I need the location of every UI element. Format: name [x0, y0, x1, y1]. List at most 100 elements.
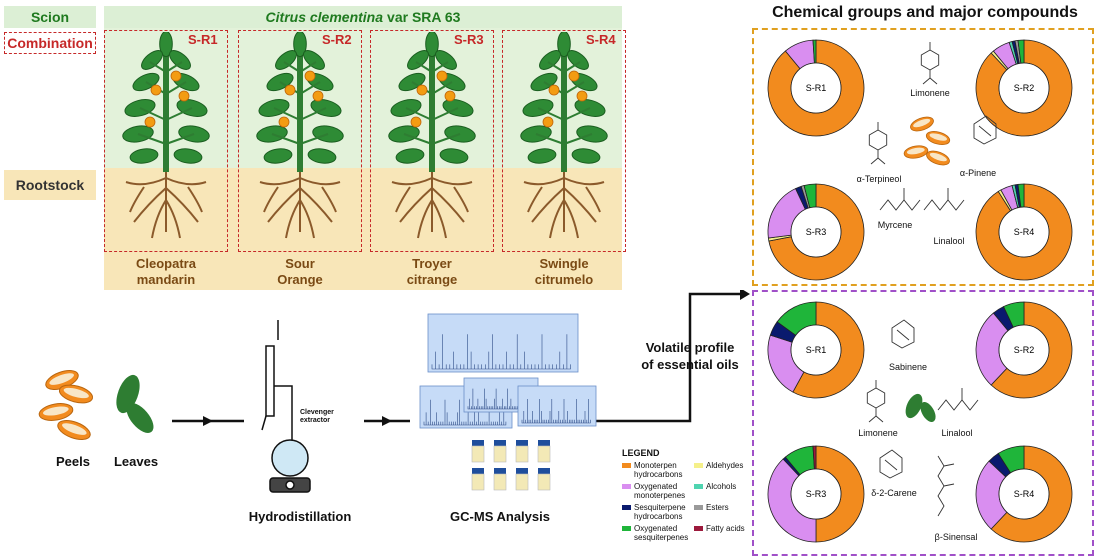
volatile-label: Volatile profile of essential oils [628, 339, 752, 373]
hydrodistillation-label: Hydrodistillation [248, 509, 352, 524]
rootstock-header: Rootstock [4, 170, 96, 200]
leaf-limonene-label: Limonene [858, 428, 898, 438]
legend-item: Fatty acids [694, 524, 752, 542]
legend-swatch [622, 505, 631, 510]
peel-donut-s-r2: S-R2 [975, 39, 1073, 137]
sample-vials-icon [471, 440, 551, 491]
legend-swatch [694, 484, 703, 489]
leaf-donut-s-r1: S-R1 [767, 301, 865, 399]
donut-center-label: S-R3 [806, 227, 827, 237]
legend-item: Esters [694, 503, 752, 521]
peel-donut-s-r4: S-R4 [975, 183, 1073, 281]
legend-item: Alcohols [694, 482, 752, 500]
scion-header: Scion [4, 6, 96, 28]
legend-title: LEGEND [622, 448, 660, 458]
leaf-linalool-molecule-icon [937, 388, 979, 411]
combination-code: S-R2 [322, 32, 352, 47]
rootstock-name-line2: citrange [406, 272, 458, 287]
rootstock-name-line1: Cleopatra [136, 256, 196, 271]
legend-label: Alcohols [706, 482, 737, 491]
scion-banner: Citrus clementina var SRA 63 [104, 6, 622, 28]
donut-center-label: S-R2 [1014, 345, 1035, 355]
peels-icon [38, 369, 94, 441]
citrus-plant-icon [520, 32, 608, 239]
arrow-to-hydrodistillation [172, 416, 244, 426]
limonene-label: Limonene [910, 88, 950, 98]
leaf-results-frame [752, 290, 1094, 556]
scion-band [104, 28, 622, 168]
rootstock-name-line1: Swingle [539, 256, 589, 271]
leaf-icon [905, 393, 936, 422]
sinensal-label: β-Sinensal [934, 532, 978, 542]
citrus-plant-icon [122, 32, 210, 239]
donut-center-label: S-R3 [806, 489, 827, 499]
legend-swatch [694, 463, 703, 468]
peel-results-frame [752, 28, 1094, 286]
clevenger-line1: Clevenger [300, 409, 334, 416]
combination-header: Combination [4, 32, 96, 54]
donut-center-label: S-R4 [1014, 227, 1035, 237]
sabinene-molecule-icon [891, 319, 915, 349]
legend-item: Monoterpen hydrocarbons [622, 461, 694, 479]
myrcene-label: Myrcene [877, 220, 913, 230]
peel-donut-s-r3: S-R3 [767, 183, 865, 281]
myrcene-molecule-icon [879, 188, 921, 211]
leaves-label: Leaves [113, 454, 159, 469]
legend-label: Fatty acids [706, 524, 745, 533]
legend-item: Aldehydes [694, 461, 752, 479]
linalool-molecule-icon [923, 188, 965, 211]
carene-label: δ-2-Carene [871, 488, 917, 498]
donut-center-label: S-R1 [806, 345, 827, 355]
legend-swatch [622, 526, 631, 531]
citrus-plant-icon [388, 32, 476, 239]
clevenger-apparatus-icon [261, 320, 311, 493]
legend-item: Oxygenated monoterpenes [622, 482, 694, 500]
scion-species: Citrus clementina [265, 9, 384, 25]
peel-donut-s-r1: S-R1 [767, 39, 865, 137]
legend-item: Oxygenated sesquiterpenes [622, 524, 694, 542]
legend-swatch [622, 463, 631, 468]
legend-label: Oxygenated monoterpenes [634, 482, 686, 500]
right-panel-title: Chemical groups and major compounds [772, 4, 1078, 21]
combination-code: S-R1 [188, 32, 218, 47]
leaf-linalool-label: Linalool [941, 428, 973, 438]
plant-box-s-r2 [238, 30, 362, 252]
chromatogram-icon [419, 313, 597, 429]
leaf-donut-s-r3: S-R3 [767, 445, 865, 543]
donut-center-label: S-R1 [806, 83, 827, 93]
workflow-svg [38, 290, 750, 493]
legend-label: Sesquiterpene hydrocarbons [634, 503, 686, 521]
pinene-label: α-Pinene [959, 168, 997, 178]
arrow-to-results [596, 290, 750, 423]
citrus-plant-icon [256, 32, 344, 239]
leaves-icon [116, 374, 154, 433]
plant-box-s-r3 [370, 30, 494, 252]
plant-box-s-r1 [104, 30, 228, 252]
rootstock-band [104, 168, 622, 290]
terpineol-molecule-icon [868, 122, 888, 165]
clevenger-label: Clevenger extractor [300, 409, 360, 425]
carene-molecule-icon [879, 449, 903, 479]
orange-peel-icon [903, 116, 951, 166]
legend-label: Oxygenated sesquiterpenes [634, 524, 689, 542]
donut-center-label: S-R2 [1014, 83, 1035, 93]
rootstock-name-line1: Sour [285, 256, 315, 271]
rootstock-name-line2: Orange [277, 272, 323, 287]
rootstock-name-line2: mandarin [136, 272, 196, 287]
leaf-limonene-molecule-icon [866, 380, 886, 423]
sabinene-label: Sabinene [888, 362, 928, 372]
linalool-label: Linalool [933, 236, 965, 246]
sinensal-molecule-icon [937, 455, 955, 517]
legend-swatch [694, 526, 703, 531]
legend-label: Esters [706, 503, 729, 512]
combination-code: S-R3 [454, 32, 484, 47]
legend-label: Monoterpen hydrocarbons [634, 461, 683, 479]
legend-swatch [622, 484, 631, 489]
scion-variety: var SRA 63 [387, 9, 461, 25]
rootstock-name-line1: Troyer [412, 256, 452, 271]
